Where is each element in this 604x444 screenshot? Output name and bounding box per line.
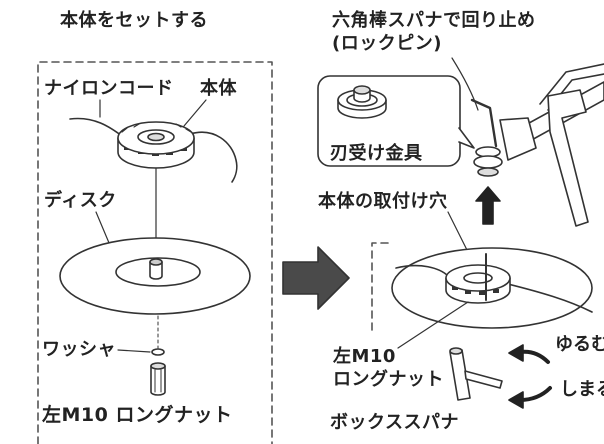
- hex-wrench-label-line2: (ロックピン): [332, 33, 442, 54]
- gear-case: [499, 117, 537, 161]
- body-hub: [147, 132, 165, 142]
- blade-holder-label: 刃受け金具: [330, 143, 423, 164]
- right-disk-assembly: [391, 247, 593, 329]
- left-trimmer-head-body: [69, 117, 238, 183]
- body-leader: [183, 99, 207, 127]
- loosen-arrow-icon: [508, 344, 550, 364]
- washer-leader: [117, 349, 151, 353]
- right-nut-label-line2: ロングナット: [333, 369, 444, 390]
- disk-inner-ring: [115, 257, 201, 287]
- loosen-label: ゆるむ: [555, 335, 604, 355]
- up-arrow-icon: [475, 186, 501, 225]
- right-left-cord: [395, 264, 449, 277]
- mount-hole-label: 本体の取付け穴: [318, 191, 448, 212]
- body-label: 本体: [200, 78, 237, 99]
- box-spanner-label: ボックススパナ: [330, 412, 459, 433]
- hex-wrench-label-line1: 六角棒スパナで回り止め: [332, 10, 536, 31]
- right-nylon-cord: [189, 131, 238, 183]
- trimmer-shaft-head: [473, 63, 604, 227]
- nylon-cord-label: ナイロンコード: [44, 78, 174, 99]
- left-disk: [59, 237, 251, 315]
- washer-label: ワッシャ: [42, 339, 116, 360]
- spindle-bottom: [477, 167, 499, 177]
- box-spanner: [449, 347, 503, 401]
- long-nut-label: 左M10 ロングナット: [42, 404, 233, 426]
- right-nut-leader: [397, 301, 469, 349]
- safety-guard: [547, 89, 589, 227]
- loosen-label-clip: ゆるむ: [555, 335, 604, 357]
- spindle-mid: [473, 155, 503, 169]
- blade-holder-drawing: [337, 85, 387, 119]
- disk-boss: [149, 261, 163, 280]
- right-right-cord: [507, 283, 593, 313]
- diagram-title: 本体をセットする: [60, 10, 208, 31]
- tighten-label: しまる: [560, 380, 604, 400]
- washer: [151, 348, 165, 356]
- disk-label: ディスク: [44, 190, 117, 211]
- right-body-top: [445, 264, 511, 292]
- long-nut-left: [150, 362, 166, 396]
- left-dashed-frame: [37, 61, 273, 444]
- hex-wrench: [470, 98, 498, 148]
- blade-holder-inset: [317, 75, 475, 167]
- body-inner-ring: [137, 129, 175, 145]
- hex-wrench-leader: [451, 57, 479, 111]
- right-arrow-icon: [282, 246, 350, 310]
- right-nut-label-line1: 左M10: [333, 346, 396, 367]
- right-dashed-bracket: [371, 242, 389, 333]
- tighten-arrow-icon: [508, 386, 552, 409]
- tighten-label-clip: しまる: [560, 380, 604, 402]
- left-nylon-cord: [69, 117, 123, 137]
